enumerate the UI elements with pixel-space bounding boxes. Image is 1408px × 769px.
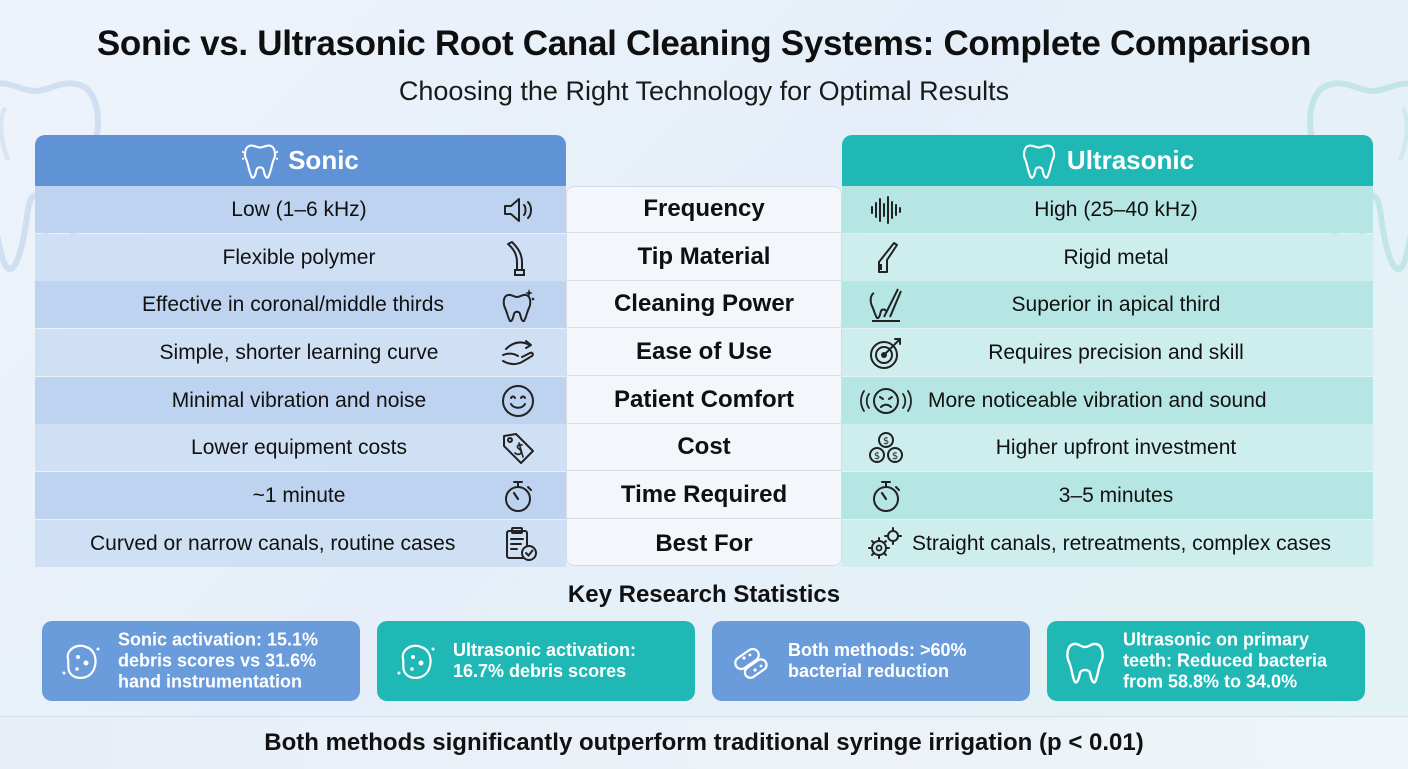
sonic-cell: Low (1–6 kHz)	[35, 186, 566, 233]
criterion-label: Ease of Use	[566, 329, 842, 376]
sonic-value: Simple, shorter learning curve	[159, 340, 439, 364]
ultrasonic-column-label: Ultrasonic	[1066, 145, 1195, 175]
stat-card: Both methods: >60% bacterial reduction	[712, 621, 1030, 701]
comparison-row: Lower equipment costs $$$ Higher upfront…	[0, 424, 1408, 471]
sonic-value: Minimal vibration and noise	[171, 388, 427, 412]
tooth-icon	[1022, 143, 1055, 179]
target-icon	[868, 335, 904, 371]
ultrasonic-cell: More noticeable vibration and sound	[842, 377, 1373, 424]
stat-text: Ultrasonic activation: 16.7% debris scor…	[453, 640, 637, 681]
stat-card: Ultrasonic activation: 16.7% debris scor…	[377, 621, 695, 701]
criterion-label: Cost	[566, 424, 842, 471]
debris-icon	[58, 639, 104, 685]
comparison-row: Minimal vibration and noise More noticea…	[0, 377, 1408, 424]
criterion-label: Best For	[655, 529, 753, 557]
sonic-value: Curved or narrow canals, routine cases	[90, 531, 456, 555]
stat-card: Ultrasonic on primary teeth: Reduced bac…	[1047, 621, 1365, 701]
criterion-label: Time Required	[566, 472, 842, 519]
comparison-row: Low (1–6 kHz) High (25–40 kHz)	[0, 186, 1408, 233]
stat-text: Ultrasonic on primary teeth: Reduced bac…	[1123, 629, 1328, 692]
tooth-icon	[1063, 639, 1109, 685]
footer-conclusion: Both methods significantly outperform tr…	[0, 716, 1408, 769]
debris-icon	[393, 639, 439, 685]
sonic-column-label: Sonic	[288, 145, 359, 175]
page-title: Sonic vs. Ultrasonic Root Canal Cleaning…	[96, 24, 1312, 63]
smiley-icon	[500, 383, 536, 419]
sonic-cell: Minimal vibration and noise	[35, 377, 566, 424]
sonic-value: Low (1–6 kHz)	[231, 197, 367, 221]
price-tag-icon	[500, 430, 536, 466]
sonic-cell: Curved or narrow canals, routine cases	[35, 520, 566, 567]
sonic-column-header: Sonic	[35, 135, 566, 186]
stats-title: Key Research Statistics	[567, 581, 841, 608]
sonic-value: Lower equipment costs	[191, 435, 407, 459]
sonic-value: Flexible polymer	[222, 245, 376, 269]
hand-arrow-icon	[500, 335, 536, 371]
coins-icon: $$$	[868, 430, 904, 466]
ultrasonic-value: 3–5 minutes	[1058, 483, 1174, 507]
sound-wave-icon	[868, 192, 904, 228]
ultrasonic-value: Straight canals, retreatments, complex c…	[912, 531, 1332, 555]
ultrasonic-column-header: Ultrasonic	[842, 135, 1373, 186]
comparison-row: Effective in coronal/middle thirds Super…	[0, 281, 1408, 328]
clipboard-check-icon	[502, 526, 538, 562]
metal-tip-icon	[868, 240, 904, 276]
discomfort-face-icon	[860, 383, 912, 419]
sonic-cell: Simple, shorter learning curve	[35, 329, 566, 376]
sonic-cell: Lower equipment costs	[35, 424, 566, 471]
criterion-label: Frequency	[566, 186, 842, 233]
svg-text:$: $	[874, 451, 880, 462]
ultrasonic-cell: Straight canals, retreatments, complex c…	[842, 520, 1373, 567]
ultrasonic-value: High (25–40 kHz)	[1034, 197, 1198, 221]
comparison-row: Flexible polymer Rigid metal	[0, 234, 1408, 281]
ultrasonic-value: Superior in apical third	[1011, 292, 1221, 316]
ultrasonic-value: Rigid metal	[1063, 245, 1169, 269]
svg-text:$: $	[892, 451, 898, 462]
ultrasonic-cell: Superior in apical third	[842, 281, 1373, 328]
gears-icon	[866, 526, 902, 562]
stat-text: Sonic activation: 15.1% debris scores vs…	[118, 629, 319, 692]
svg-text:$: $	[883, 436, 889, 447]
ultrasonic-value: Higher upfront investment	[995, 435, 1237, 459]
sonic-cell: ~1 minute	[35, 472, 566, 519]
sonic-cell: Effective in coronal/middle thirds	[35, 281, 566, 328]
ultrasonic-value: Requires precision and skill	[988, 340, 1244, 364]
ultrasonic-cell: High (25–40 kHz)	[842, 186, 1373, 233]
criterion-label: Tip Material	[566, 234, 842, 281]
speaker-icon	[500, 192, 536, 228]
ultrasonic-cell: Requires precision and skill	[842, 329, 1373, 376]
stat-text: Both methods: >60% bacterial reduction	[788, 640, 967, 681]
ultrasonic-cell: $$$ Higher upfront investment	[842, 424, 1373, 471]
stat-card: Sonic activation: 15.1% debris scores vs…	[42, 621, 360, 701]
sonic-value: Effective in coronal/middle thirds	[142, 292, 444, 316]
sonic-cell: Flexible polymer	[35, 234, 566, 281]
tooth-icon	[242, 143, 279, 179]
sparkle-tooth-icon	[500, 287, 536, 323]
comparison-row: Curved or narrow canals, routine cases S…	[0, 520, 1408, 567]
sonic-value: ~1 minute	[252, 483, 346, 507]
page-subtitle: Choosing the Right Technology for Optima…	[398, 76, 1010, 106]
bacteria-icon	[728, 639, 774, 685]
comparison-row: ~1 minute 3–5 minutes	[0, 472, 1408, 519]
criterion-label: Patient Comfort	[566, 377, 842, 424]
comparison-row: Simple, shorter learning curve Requires …	[0, 329, 1408, 376]
stopwatch-icon	[500, 478, 536, 514]
ultrasonic-cell: Rigid metal	[842, 234, 1373, 281]
criteria-column	[566, 186, 842, 566]
ultrasonic-cell: 3–5 minutes	[842, 472, 1373, 519]
stopwatch-icon	[868, 478, 904, 514]
ultrasonic-value: More noticeable vibration and sound	[928, 388, 1267, 412]
flexible-tip-icon	[500, 240, 536, 276]
tooth-instrument-icon	[868, 287, 904, 323]
criterion-label: Cleaning Power	[566, 281, 842, 328]
